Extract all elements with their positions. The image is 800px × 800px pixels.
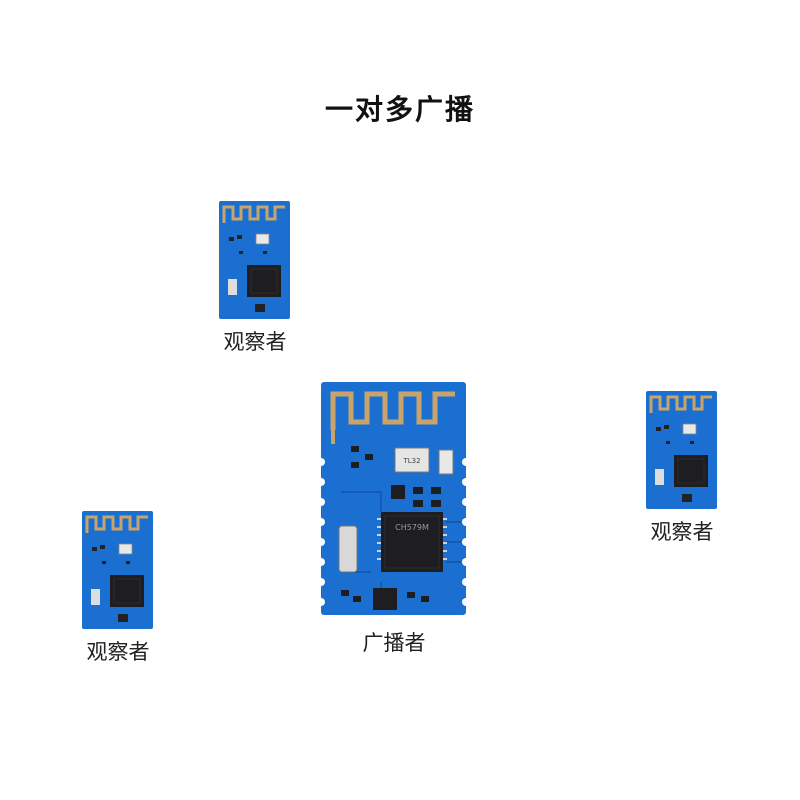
observer-label-left: 观察者 xyxy=(86,640,150,664)
broadcaster-module: TL32 CH579M xyxy=(321,382,466,615)
observer-label-right: 观察者 xyxy=(650,520,714,544)
observer-module-top xyxy=(219,201,290,319)
broadcaster-label: 广播者 xyxy=(362,631,426,655)
ble-module-icon xyxy=(219,201,290,319)
observer-module-left xyxy=(82,511,153,629)
observer-label-top: 观察者 xyxy=(223,330,287,354)
chip-text: CH579M xyxy=(395,523,429,532)
ble-module-icon xyxy=(646,391,717,509)
ble-module-icon: TL32 CH579M xyxy=(321,382,466,615)
ble-module-icon xyxy=(82,511,153,629)
page-title: 一对多广播 xyxy=(324,93,475,126)
crystal-text: TL32 xyxy=(402,457,420,465)
observer-module-right xyxy=(646,391,717,509)
